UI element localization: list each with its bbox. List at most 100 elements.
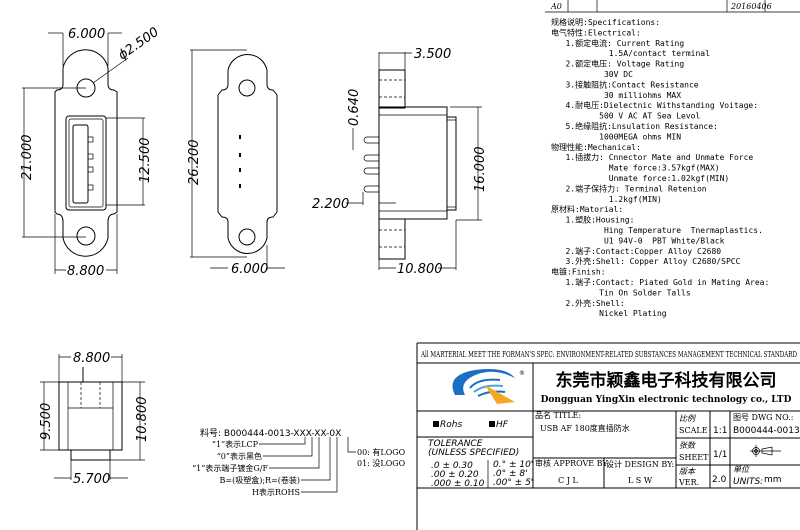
spec-line: 3.外壳:Shell: Copper Alloy C2680/SPCC (551, 256, 741, 266)
specifications-text: 规格说明:Specifications:电气特性:Electrical: 1.额… (551, 17, 769, 318)
spec-line: 500 V AC AT Sea Levol (551, 112, 700, 121)
dim-side-depth: 10.800 (397, 262, 443, 277)
company-name-en: Dongguan YingXin electronic technology c… (541, 395, 792, 405)
drawing-number: B000444-0013 (733, 426, 800, 436)
spec-line: Nickel Plating (551, 309, 667, 318)
dim-hole-pitch: 6.000 (68, 27, 105, 42)
approve-value: C J L (558, 476, 578, 485)
spec-line: Mate force:3.57kgf(MAX) (551, 164, 720, 173)
dim-front-width: 8.800 (67, 264, 104, 279)
approve-label: 审核 APPROVE BY: (535, 458, 609, 468)
tolerance-angular: .00° ± 5' (493, 478, 533, 488)
spec-line: 2.额定电压: Voltage Rating (551, 59, 684, 69)
spec-line: 1.5A/contact terminal (551, 49, 710, 58)
dim-bottom-height-2: 10.800 (135, 397, 150, 443)
sheet-label-cn: 张数 (679, 441, 696, 450)
title-block: All MARTERIAL MEET THE FORMAN'S SPEC: EN… (416, 342, 800, 530)
back-view: 26.200 6.000 (187, 49, 285, 277)
revision-date: 20160406 (730, 2, 772, 11)
spec-line: U1 94V-0 PBT White/Black (551, 236, 725, 245)
dim-front-height: 21.000 (20, 135, 35, 181)
spec-line: 2.端子:Contact:Copper Alloy C2680 (551, 246, 721, 256)
part-number-legend: 料号: B000444-0013-XXX-XX-0X “1”表示LCP “0”表… (192, 427, 406, 497)
units-value: mm (764, 475, 782, 485)
tolerance-linear: .000 ± 0.10 (431, 479, 485, 489)
spec-line: Tin On Solder Talls (551, 288, 691, 297)
usb-port (65, 115, 107, 211)
spec-line: 1.端子:Contact: Piated Gold in Mating Area… (551, 277, 769, 287)
scale-value: 1:1 (713, 426, 727, 436)
spec-line: 3.接触阻抗:Contact Resistance (551, 79, 699, 89)
spec-line: Unmate force:1.02kgf(MIN) (551, 174, 729, 183)
company-logo: ® (452, 369, 525, 404)
drawing-number-label: 图号 DWG NO.: (733, 413, 793, 422)
dim-port-height: 12.500 (138, 138, 153, 184)
spec-line: 电气特性:Electrical: (551, 27, 641, 37)
spec-line: 4.耐电压:Dielectnic Withstanding Voitage: (551, 100, 758, 110)
front-view: 6.000 ϕ2.500 21.000 12.500 8.800 (20, 25, 162, 279)
tolerance-angular: 0.° ± 10' (493, 460, 533, 470)
dim-back-width: 6.000 (231, 262, 268, 277)
version-value: 2.0 (712, 475, 727, 485)
spec-line: 2.外壳:Shell: (551, 298, 625, 308)
sheet-value: 1/1 (713, 450, 727, 460)
units-label-cn: 单位 (733, 465, 750, 474)
mount-hole (76, 226, 96, 246)
spec-line: 30V DC (551, 70, 633, 79)
spec-line: 电镀:Finish: (551, 267, 606, 277)
design-label: 设计 DESIGN BY: (606, 459, 674, 469)
note-rohs: H表示ROHS (252, 487, 300, 497)
dim-flange-thickness: 3.500 (414, 47, 451, 62)
dim-bottom-height-1: 9.500 (39, 403, 54, 440)
revision-code: A0 (550, 2, 562, 11)
dim-pin-thickness: 0.640 (347, 89, 362, 126)
note-lcp: “1”表示LCP (212, 439, 259, 449)
sheet-label: SHEET (679, 453, 709, 462)
tolerance-angular: .0° ± 8' (493, 469, 528, 479)
units-label: UNITS: (733, 477, 763, 487)
spec-line: 原材料:Matorial: (551, 204, 623, 214)
spec-line: 30 milliohms MAX (551, 91, 681, 100)
note-gold: “1”表示端子镀金G/F (192, 463, 268, 473)
version-label-cn: 版本 (679, 467, 696, 476)
hf-label: HF (496, 420, 509, 430)
dim-hole-diameter: ϕ2.500 (116, 25, 162, 64)
title-label: 品名 TITLE: (535, 410, 581, 420)
spec-line: 物理性能:Mechanical: (551, 142, 641, 152)
bottom-view: 8.800 9.500 10.800 5.700 (39, 349, 150, 487)
dim-bottom-plug: 5.700 (73, 472, 110, 487)
svg-text:®: ® (519, 370, 525, 377)
logo-option-00: 00: 有LOGO (357, 447, 406, 457)
dim-bottom-width: 8.800 (73, 351, 110, 366)
spec-line: 1.插拔力: Cnnector Mate and Unmate Force (551, 152, 753, 162)
dim-side-height: 16.000 (473, 147, 488, 193)
spec-line: 1000MEGA ohms MIN (551, 132, 681, 141)
part-number: 料号: B000444-0013-XXX-XX-0X (200, 427, 341, 439)
spec-line: 1.2kgf(MIN) (551, 195, 662, 204)
logo-option-01: 01: 没LOGO (357, 458, 406, 468)
scale-label-cn: 比例 (679, 414, 697, 423)
dim-back-height: 26.200 (187, 140, 202, 186)
rohs-label: Rohs (440, 420, 462, 430)
spec-line: 2.端子保持力: Terminal Retenion (551, 183, 707, 193)
revision-row: A0 20160406 (545, 0, 800, 13)
compliance-banner: All MARTERIAL MEET THE FORMAN'S SPEC: EN… (420, 350, 797, 359)
projection-symbol-icon (750, 445, 781, 457)
title-value: USB AF 180度直插防水 (540, 423, 630, 433)
side-view: 3.500 0.640 2.200 16.000 10.800 (312, 47, 488, 277)
note-packaging: B=(吸塑盒);R=(卷装) (220, 475, 301, 485)
tolerance-subtitle: (UNLESS SPECIFIED) (428, 448, 519, 458)
tolerance-linear: .0 ± 0.30 (431, 461, 473, 471)
design-value: L S W (628, 476, 653, 485)
spec-line: Hing Temperature Tnermaplastics. (551, 226, 763, 235)
version-label: VER. (678, 478, 699, 487)
rohs-checkbox (433, 421, 439, 427)
dim-pin-length: 2.200 (312, 197, 349, 212)
spec-line: 1.额定电流: Current Rating (551, 38, 684, 48)
tolerance-title: TOLERANCE (428, 439, 483, 449)
scale-label: SCALE (679, 426, 708, 435)
tolerance-linear: .00 ± 0.20 (431, 470, 479, 480)
spec-line: 1.塑胶:Housing: (551, 215, 634, 225)
